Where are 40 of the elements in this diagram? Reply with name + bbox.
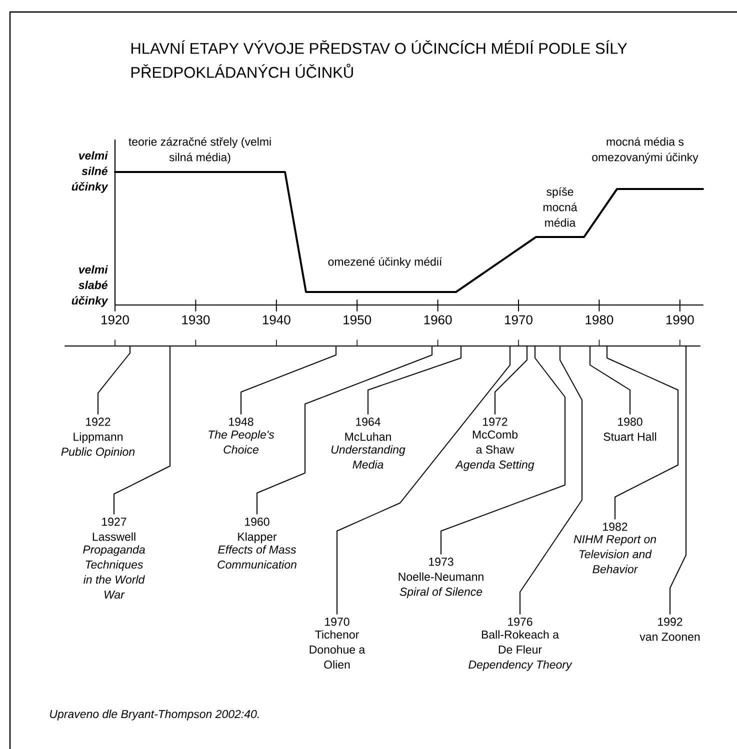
year-label: 1980: [586, 315, 614, 324]
leader-line: [256, 346, 432, 514]
leader-line: [114, 346, 170, 514]
leader-line: [520, 346, 582, 614]
year-label: 1960: [424, 315, 452, 324]
axis-label: velmi slabé účinky: [72, 265, 108, 307]
leader-line: [336, 346, 510, 614]
year-label: 1970: [505, 315, 532, 324]
timeline-entry: 1948 The People's Choice: [208, 418, 274, 454]
timeline-entry: 1964 McLuhan Understanding Media: [331, 418, 406, 469]
phase-label: teorie zázračné střely (velmi silná média): [128, 137, 271, 164]
timeline-entry: 1973 Noelle-Neumann Spiral of Silence: [398, 558, 484, 598]
leader-line: [670, 346, 686, 614]
leader-line: [368, 346, 462, 414]
timeline-entry: 1992 van Zoonen: [640, 618, 700, 641]
timeline-entry: 1980 Stuart Hall: [604, 418, 656, 441]
leader-line: [440, 346, 566, 554]
timeline-entry: 1972 McComb a Shaw Agenda Setting: [455, 418, 534, 471]
year-label: 1940: [262, 315, 290, 324]
year-label: 1930: [182, 315, 210, 324]
phase-label: omezené účinky médií: [328, 257, 442, 268]
timeline-entry: 1976 Ball-Rokeach a De Fleur Dependency Theory: [468, 618, 572, 671]
caption: Upraveno dle Bryant-Thompson 2002:40.: [50, 710, 259, 720]
leader-line: [606, 346, 678, 520]
title: HLAVNÍ ETAPY VÝVOJE PŘEDSTAV O ÚČINCÍCH MÉDIÍ PODLE SÍLY PŘEDPOKLÁDANÝCH ÚČINKŮ: [131, 40, 628, 78]
leader-line: [590, 346, 630, 414]
phase-label: mocná média s omezovanými účinky: [592, 137, 698, 164]
leader-line: [494, 346, 528, 414]
axis-label: velmi silné účinky: [72, 151, 108, 193]
leader-line: [240, 346, 336, 414]
timeline-entry: 1970 Tichenor Donohue a Olien: [310, 618, 366, 669]
year-label: 1950: [344, 315, 372, 324]
timeline-entry: 1927 Lasswell Propaganda Techniques in the World War: [83, 518, 145, 599]
timeline-entry: 1922 Lippmann Public Opinion: [61, 418, 135, 458]
timeline-entry: 1960 Klapper Effects of Mass Communication: [218, 518, 296, 569]
phase-label: spíše mocná média: [544, 187, 578, 227]
year-label: 1990: [666, 315, 694, 324]
timeline-entry: 1982 NIHM Report on Television and Behavior: [574, 522, 656, 574]
year-label: 1920: [102, 315, 129, 324]
leader-line: [98, 346, 130, 414]
